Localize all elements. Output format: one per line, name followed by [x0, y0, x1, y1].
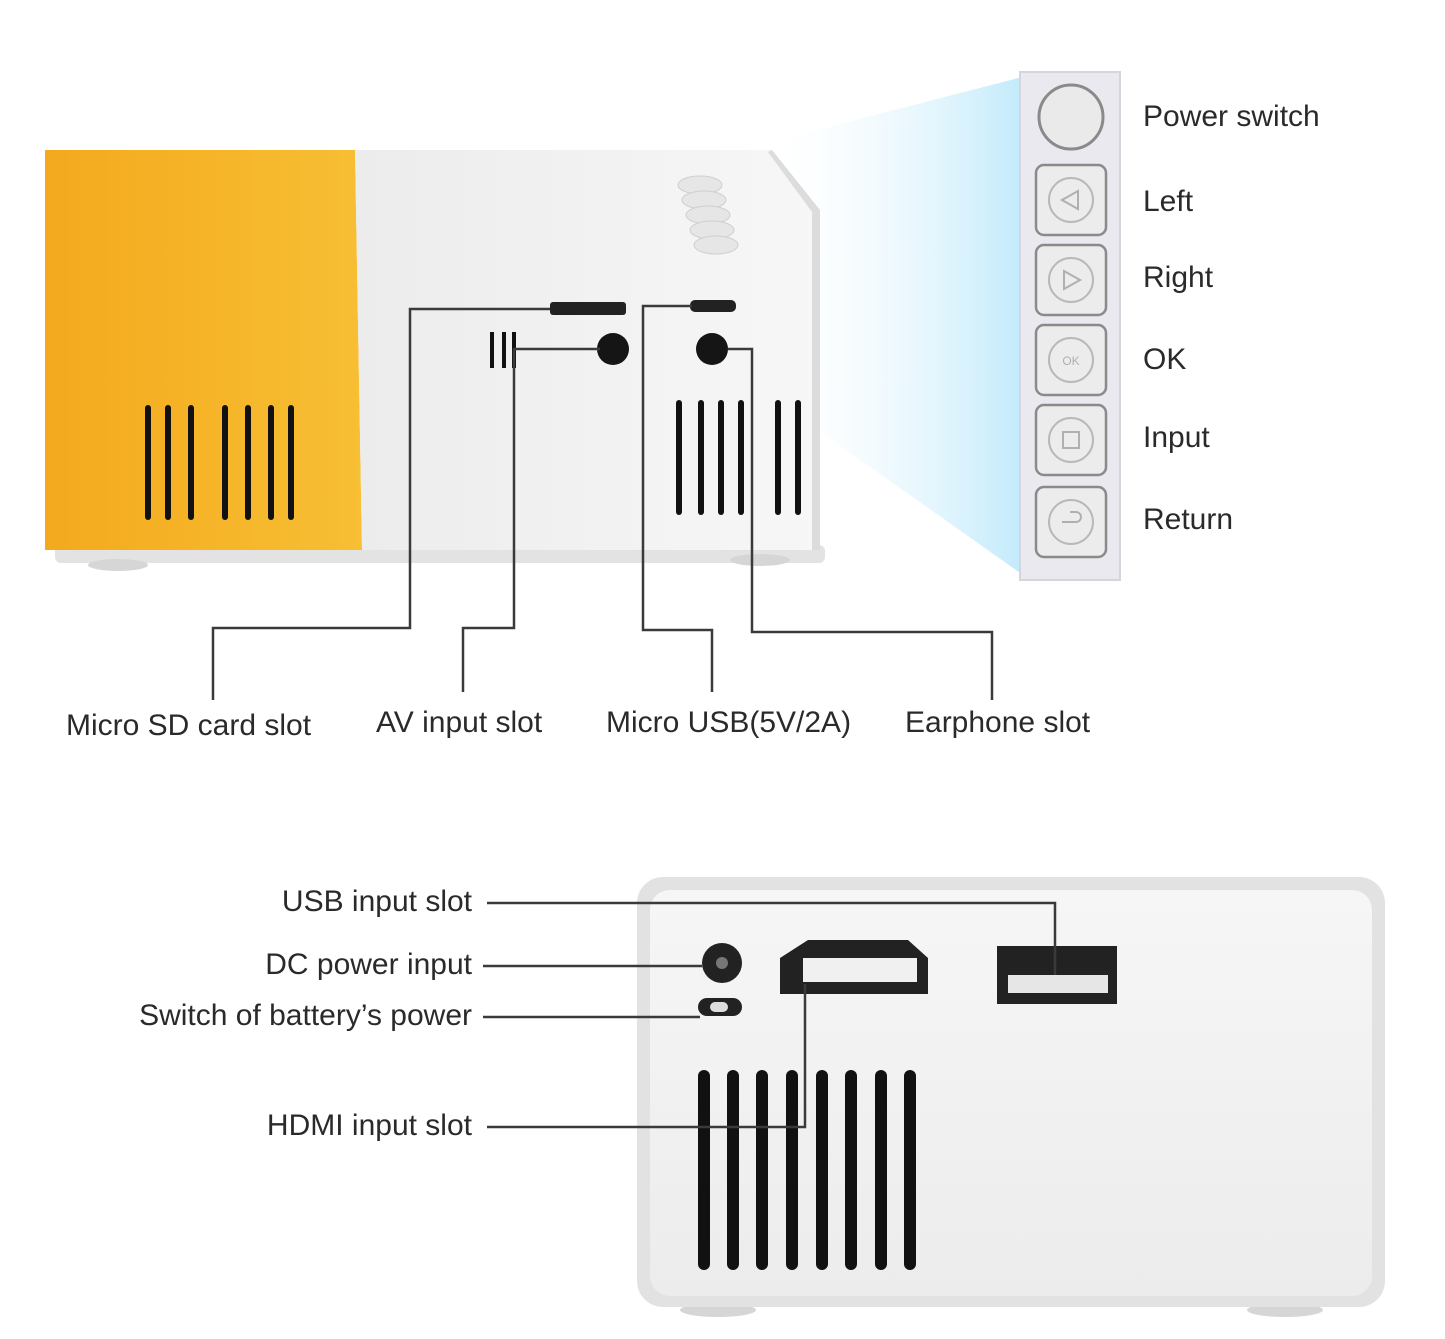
label-micro-usb: Micro USB(5V/2A): [606, 706, 852, 739]
label-ok: OK: [1143, 343, 1187, 376]
projection-beam: [778, 75, 1030, 580]
label-micro-sd-card-slot: Micro SD card slot: [66, 709, 312, 742]
top-buttons-cluster: [677, 175, 739, 255]
label-right: Right: [1143, 261, 1214, 294]
white-vents: [676, 400, 801, 515]
label-battery-switch: Switch of battery’s power: [139, 999, 472, 1032]
label-power-switch: Power switch: [1143, 100, 1320, 133]
input-icon: [1062, 431, 1080, 449]
label-earphone-slot: Earphone slot: [905, 706, 1091, 739]
projector-rear-view: [637, 877, 1385, 1317]
label-dc-power-input: DC power input: [265, 948, 472, 981]
button-panel: OK: [1019, 71, 1121, 581]
label-input: Input: [1143, 421, 1210, 454]
label-return: Return: [1143, 503, 1234, 536]
micro-usb-port: [690, 300, 736, 312]
av-input-port: [597, 333, 629, 365]
left-arrow-icon: [1059, 189, 1079, 211]
rear-vents: [698, 1070, 916, 1270]
label-left: Left: [1143, 185, 1194, 218]
label-hdmi-input-slot: HDMI input slot: [266, 1109, 472, 1142]
right-arrow-icon: [1063, 269, 1083, 291]
label-usb-input-slot: USB input slot: [281, 885, 472, 918]
earphone-port: [696, 333, 728, 365]
power-switch-button: [1037, 83, 1105, 151]
ok-glyph: OK: [1062, 354, 1079, 368]
yellow-housing: [45, 150, 362, 550]
top-leader-lines: [211, 304, 994, 700]
micro-sd-slot: [550, 302, 626, 315]
av-symbol: [490, 332, 516, 368]
label-av-input-slot: AV input slot: [376, 706, 543, 739]
projector-side-view: [45, 150, 825, 571]
rear-leader-lines: [483, 901, 1057, 1129]
return-icon: [1062, 511, 1082, 523]
yellow-vents: [145, 405, 294, 520]
